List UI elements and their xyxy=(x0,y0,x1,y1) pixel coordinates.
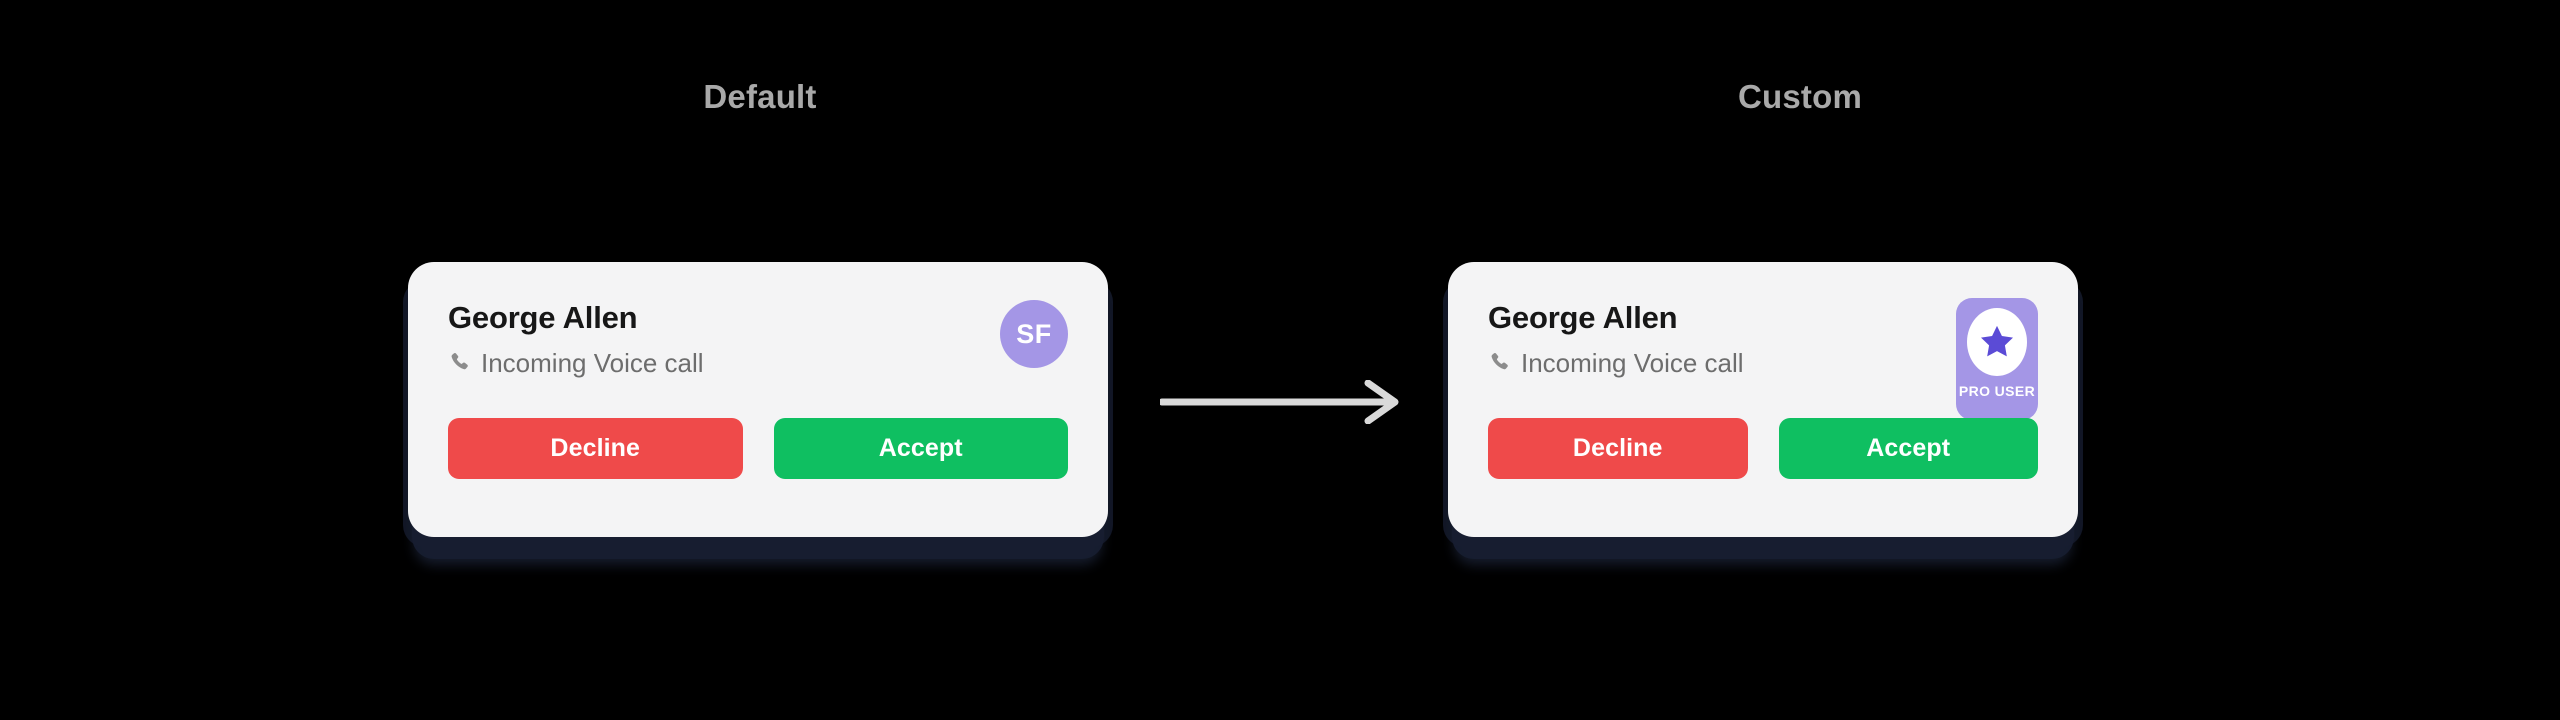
call-status-text: Incoming Voice call xyxy=(481,347,704,378)
badge-disc xyxy=(1967,308,2027,376)
column-label-custom: Custom xyxy=(1737,78,1863,115)
star-icon xyxy=(1981,325,2013,357)
arrow-right-icon xyxy=(1160,380,1410,424)
caller-info-default: George Allen Incoming Voice call xyxy=(448,298,704,377)
incoming-call-card-default: George Allen Incoming Voice call SF xyxy=(408,262,1108,537)
card-header-default: George Allen Incoming Voice call SF xyxy=(448,298,1068,402)
caller-name: George Allen xyxy=(448,300,638,335)
card-header-custom: George Allen Incoming Voice call xyxy=(1488,298,2038,420)
phone-icon xyxy=(1488,351,1512,375)
call-status-row: Incoming Voice call xyxy=(448,349,704,378)
phone-icon xyxy=(448,351,472,375)
accept-button[interactable]: Accept xyxy=(773,418,1068,479)
pro-user-badge-label: PRO USER xyxy=(1958,383,2036,399)
avatar: SF xyxy=(1000,300,1068,368)
incoming-call-card-custom: George Allen Incoming Voice call xyxy=(1448,262,2078,537)
call-status-row: Incoming Voice call xyxy=(1488,349,1744,378)
decline-button[interactable]: Decline xyxy=(1488,418,1748,479)
column-label-default: Default xyxy=(703,78,817,115)
custom-card-wrapper: George Allen Incoming Voice call xyxy=(1448,262,2078,537)
call-actions-custom: Decline Accept xyxy=(1488,418,2038,479)
pro-user-badge: PRO USER xyxy=(1956,298,2038,420)
call-actions-default: Decline Accept xyxy=(448,418,1068,479)
decline-button[interactable]: Decline xyxy=(448,418,743,479)
caller-name: George Allen xyxy=(1488,300,1678,335)
call-status-text: Incoming Voice call xyxy=(1521,347,1744,378)
caller-info-custom: George Allen Incoming Voice call xyxy=(1488,298,1744,377)
avatar-initials: SF xyxy=(1016,318,1052,349)
accept-button[interactable]: Accept xyxy=(1778,418,2038,479)
default-card-wrapper: George Allen Incoming Voice call SF xyxy=(408,262,1108,537)
